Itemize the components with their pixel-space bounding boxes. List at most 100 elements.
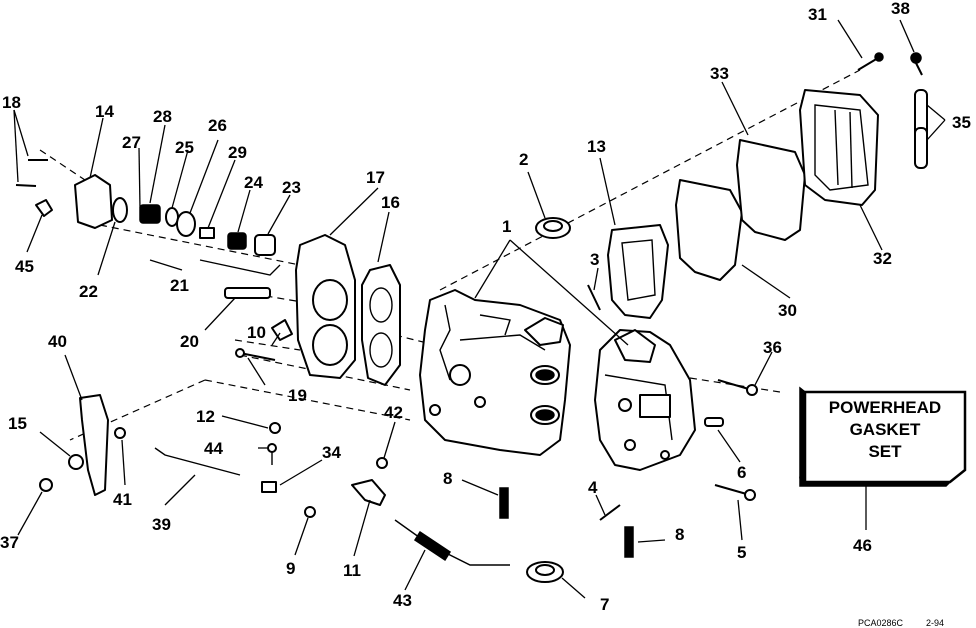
pin-4: [599, 504, 621, 521]
callout-43: 43: [393, 591, 412, 610]
callout-39: 39: [152, 515, 171, 534]
fitting-20: [224, 287, 271, 299]
lever-40: [79, 394, 109, 496]
gasket-set-line2: GASKET: [850, 420, 921, 439]
callout-30: 30: [778, 301, 797, 320]
callout-2: 2: [519, 150, 528, 169]
clip-45: [35, 199, 53, 217]
dowel-3: [587, 284, 601, 311]
screw-44: [267, 443, 277, 465]
callout-3: 3: [590, 250, 599, 269]
cylinder-head: [295, 234, 356, 379]
callout-12: 12: [196, 407, 215, 426]
link-rod-39: [154, 447, 241, 476]
callout-25: 25: [175, 138, 194, 157]
fitting-38: [910, 52, 923, 76]
callout-27: 27: [122, 133, 141, 152]
stud-8-left: [499, 487, 509, 519]
callout-9: 9: [286, 559, 295, 578]
callout-17: 17: [366, 168, 385, 187]
cable-43: [394, 519, 510, 566]
spring-28: [139, 204, 161, 224]
figure-code: PCA0286C 2-94: [858, 618, 944, 628]
callout-labels: 1 2 3 4 5 6 7 8 8 9 10 11 12 13 14 15 16…: [0, 0, 971, 614]
valve-29: [199, 227, 215, 239]
hose-35: [914, 89, 928, 169]
exhaust-cover: [799, 89, 879, 206]
callout-34: 34: [322, 443, 341, 462]
callout-21: 21: [170, 276, 189, 295]
callout-33: 33: [710, 64, 729, 83]
screw-31: [857, 52, 884, 71]
gasket-13: [607, 224, 669, 319]
callout-22: 22: [79, 282, 98, 301]
callout-8b: 8: [675, 525, 684, 544]
screw-37: [39, 478, 53, 492]
figure-code-date: 2-94: [926, 618, 944, 628]
bolt-5: [714, 484, 756, 501]
callout-16: 16: [381, 193, 400, 212]
callout-31: 31: [808, 5, 827, 24]
callout-7: 7: [600, 595, 609, 614]
callout-19: 19: [288, 386, 307, 405]
plate-30: [675, 179, 743, 281]
callout-29: 29: [228, 143, 247, 162]
callout-4: 4: [588, 478, 598, 497]
leader-lines: [13, 19, 946, 599]
pin-6: [704, 417, 724, 427]
callout-13: 13: [587, 137, 606, 156]
callout-46: 46: [853, 536, 872, 555]
screw-9: [304, 506, 316, 518]
callout-41: 41: [113, 490, 132, 509]
screw-19: [235, 348, 276, 361]
callout-6: 6: [737, 463, 746, 482]
bracket-11: [351, 479, 386, 506]
callout-15: 15: [8, 414, 27, 433]
head-gasket: [361, 264, 401, 386]
callout-24: 24: [244, 173, 263, 192]
callout-35: 35: [952, 113, 971, 132]
callout-14: 14: [95, 102, 114, 121]
nut-12: [269, 422, 281, 434]
callout-23: 23: [282, 178, 301, 197]
callout-37: 37: [0, 533, 19, 552]
o-ring-22: [112, 197, 128, 223]
callout-20: 20: [180, 332, 199, 351]
callout-36: 36: [763, 338, 782, 357]
thermostat-cover: [74, 174, 113, 229]
gasket-set-line3: SET: [868, 442, 902, 461]
callout-11: 11: [343, 561, 361, 580]
callout-26: 26: [208, 116, 227, 135]
callout-8a: 8: [443, 469, 452, 488]
lower-seal: [526, 561, 564, 583]
thermostat-26: [176, 211, 196, 237]
callout-1: 1: [502, 217, 511, 236]
callout-18: 18: [2, 93, 21, 112]
plate-33: [736, 139, 806, 241]
callout-44: 44: [204, 439, 223, 458]
callout-32: 32: [873, 249, 892, 268]
callout-45: 45: [15, 257, 34, 276]
bolt-36: [717, 379, 758, 396]
spring-24: [227, 232, 247, 250]
screws-18: [15, 159, 48, 187]
callout-42: 42: [384, 403, 403, 422]
callout-10: 10: [247, 323, 266, 342]
stud-8-right: [624, 526, 634, 558]
callout-38: 38: [891, 0, 910, 18]
gasket-set-line1: POWERHEAD: [829, 398, 941, 417]
crankcase-half: [594, 329, 696, 471]
callout-40: 40: [48, 332, 67, 351]
fitting-34: [261, 481, 277, 493]
upper-seal: [535, 217, 571, 239]
crankcase-cylinder-block: [419, 289, 571, 456]
nut-42: [376, 457, 388, 469]
housing-23: [254, 234, 276, 256]
callout-5: 5: [737, 543, 746, 562]
callout-28: 28: [153, 107, 172, 126]
figure-code-id: PCA0286C: [858, 618, 904, 628]
powerhead-gasket-set-box: POWERHEAD GASKET SET: [799, 386, 967, 487]
clip-10: [271, 319, 293, 341]
nut-41: [114, 427, 126, 439]
